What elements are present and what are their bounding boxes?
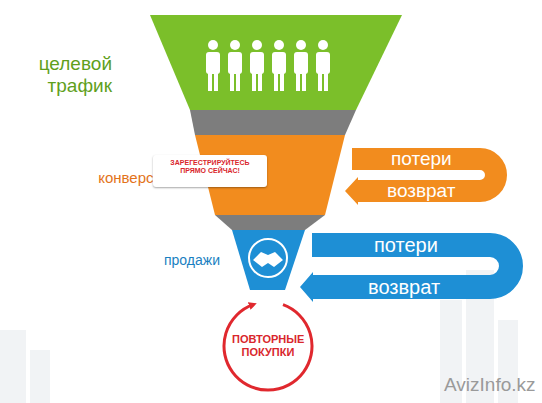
return-arrow: возврат: [300, 275, 490, 299]
person-head: [274, 40, 284, 50]
funnel-stage: продажи: [140, 230, 310, 290]
loss-bar: потери: [352, 148, 480, 170]
funnel-stage: конверсияЗАРЕГЕСТРИРУЙТЕСЬ ПРЯМО СЕЙЧАС!: [60, 135, 350, 215]
funnel-connector: [215, 215, 325, 230]
node-text: возврат: [368, 275, 440, 299]
person-body: [316, 52, 330, 74]
bar-shape: [352, 148, 480, 170]
node-text: ЗАРЕГЕСТРИРУЙТЕСЬ ПРЯМО СЕЙЧАС!: [157, 159, 263, 175]
funnel-connector: [190, 110, 356, 135]
person-body: [250, 52, 264, 74]
node-text: потери: [374, 233, 438, 257]
person-body: [272, 52, 286, 74]
funnel-band: [232, 230, 305, 290]
person-leg: [252, 73, 256, 91]
handshake-icon: [253, 252, 283, 267]
person-leg: [230, 73, 234, 91]
cycle-arrow: [224, 305, 312, 390]
funnel-stage: целевой трафик: [0, 15, 405, 110]
funnel-band: [150, 15, 402, 110]
bar-shape: [345, 177, 480, 205]
node-text: целевой трафик: [0, 53, 112, 97]
bar-shape: [312, 233, 490, 257]
person-leg: [302, 73, 306, 91]
person-leg: [214, 73, 218, 91]
node-text: потери: [391, 148, 452, 170]
bar-shape: [300, 272, 490, 302]
person-body: [206, 52, 220, 74]
person-head: [296, 40, 306, 50]
repeat-cycle: ПОВТОРНЫЕ ПОКУПКИ: [218, 296, 318, 396]
person-body: [294, 52, 308, 74]
cta-button: ЗАРЕГЕСТРИРУЙТЕСЬ ПРЯМО СЕЙЧАС!: [153, 155, 267, 187]
person-leg: [208, 73, 212, 91]
person-leg: [324, 73, 328, 91]
person-head: [208, 40, 218, 50]
person-head: [230, 40, 240, 50]
return-arrow: возврат: [345, 180, 480, 202]
node-text: продажи: [140, 252, 220, 268]
handshake-ring: [249, 239, 287, 277]
node-text: ПОВТОРНЫЕ ПОКУПКИ: [232, 333, 304, 358]
person-body: [228, 52, 242, 74]
return-loop: [479, 159, 496, 191]
person-head: [318, 40, 328, 50]
person-leg: [236, 73, 240, 91]
person-leg: [258, 73, 262, 91]
node-text: возврат: [387, 180, 455, 202]
person-leg: [318, 73, 322, 91]
person-leg: [280, 73, 284, 91]
watermark: AvizInfo.kz: [444, 374, 536, 396]
loss-bar: потери: [312, 233, 490, 257]
return-loop: [489, 245, 511, 287]
person-leg: [296, 73, 300, 91]
person-head: [252, 40, 262, 50]
person-leg: [274, 73, 278, 91]
